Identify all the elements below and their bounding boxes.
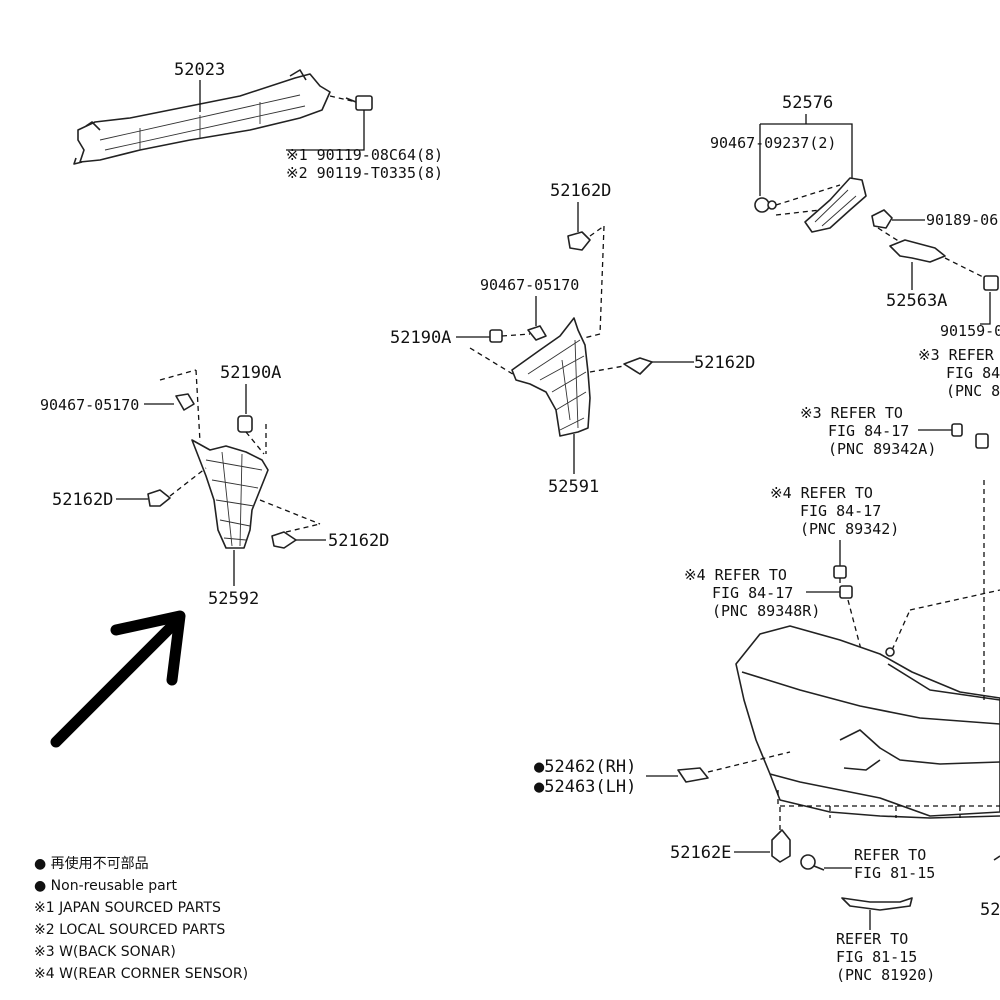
callout-90159-0: 90159-0 [940, 322, 1000, 340]
part-reflector-strip[interactable] [841, 897, 913, 911]
refer-3a-line3: (PNC 8 [946, 382, 1000, 400]
part-52576-bracket[interactable] [804, 177, 867, 233]
callout-52462-rh: ●52462(RH) [534, 757, 636, 777]
nut-icon[interactable] [489, 329, 503, 343]
clip-icon[interactable] [885, 647, 895, 657]
callout-52190A-mid: 52190A [390, 328, 451, 348]
clip-icon[interactable] [623, 357, 653, 375]
sensor-icon[interactable] [833, 565, 847, 579]
bolt-icon[interactable] [345, 95, 373, 111]
refer-4b-line2: FIG 84-17 [712, 584, 793, 602]
refer-4a-line2: FIG 84-17 [800, 502, 881, 520]
callout-90189-06: 90189-06 [926, 211, 998, 229]
clip-icon[interactable] [147, 489, 171, 507]
sensor-icon[interactable] [975, 433, 989, 449]
callout-bolt-local: ※2 90119-T0335(8) [286, 164, 443, 182]
part-52591-bracket[interactable] [511, 317, 591, 437]
callout-52162D-top: 52162D [550, 181, 611, 201]
callout-90467-05170-left: 90467-05170 [40, 396, 139, 414]
refer-81b-line3: (PNC 81920) [836, 966, 935, 984]
refer-3a-line2: FIG 84 [946, 364, 1000, 382]
refer-4a-line1: ※4 REFER TO [770, 484, 873, 502]
legend-item: ※1 JAPAN SOURCED PARTS [34, 900, 221, 916]
refer-81a-line2: FIG 81-15 [854, 864, 935, 882]
refer-3b-line3: (PNC 89342A) [828, 440, 936, 458]
pad-part-icon[interactable] [677, 767, 709, 783]
sensor-clip-icon[interactable] [951, 423, 963, 437]
bolt-icon[interactable] [983, 275, 999, 291]
clip-icon[interactable] [771, 829, 791, 863]
clip-icon[interactable] [175, 393, 195, 411]
part-52563A-bracket[interactable] [889, 239, 946, 263]
callout-52162D-mid: 52162D [694, 353, 755, 373]
callout-52592: 52592 [208, 589, 259, 609]
clip-icon[interactable] [271, 531, 297, 549]
legend-item: ※2 LOCAL SOURCED PARTS [34, 922, 225, 938]
callout-52-right: 52 [980, 900, 1000, 920]
refer-3a-line1: ※3 REFER [918, 346, 995, 364]
part-52592-bracket[interactable] [191, 439, 269, 549]
callout-52162D-left2: 52162D [328, 531, 389, 551]
part-rear-bumper-cover[interactable] [735, 625, 1000, 819]
refer-4b-line1: ※4 REFER TO [684, 566, 787, 584]
refer-81b-line1: REFER TO [836, 930, 908, 948]
refer-81b-line2: FIG 81-15 [836, 948, 917, 966]
callout-52023: 52023 [174, 60, 225, 80]
refer-4a-line3: (PNC 89342) [800, 520, 899, 538]
clip-icon[interactable] [567, 231, 591, 251]
callout-52463-lh: ●52463(LH) [534, 777, 636, 797]
callout-52190A-left: 52190A [220, 363, 281, 383]
clip-icon[interactable] [754, 197, 777, 213]
sensor-clip-icon[interactable] [839, 585, 853, 599]
callout-52563A: 52563A [886, 291, 947, 311]
callout-52162D-left1: 52162D [52, 490, 113, 510]
callout-bolt-japan: ※1 90119-08C64(8) [286, 146, 443, 164]
callout-90467-09237: 90467-09237(2) [710, 134, 836, 152]
legend-item: ※3 W(BACK SONAR) [34, 944, 176, 960]
callout-90467-05170-mid: 90467-05170 [480, 276, 579, 294]
refer-81a-line1: REFER TO [854, 846, 926, 864]
part-52023-reinforcement[interactable] [73, 69, 331, 165]
callout-52162E: 52162E [670, 843, 731, 863]
clip-icon[interactable] [527, 325, 547, 341]
legend: ● 再使用不可部品 ● Non-reusable part ※1 JAPAN S… [34, 855, 248, 982]
refer-4b-line3: (PNC 89348R) [712, 602, 820, 620]
legend-item: ● 再使用不可部品 [34, 855, 149, 872]
legend-item: ※4 W(REAR CORNER SENSOR) [34, 966, 248, 982]
refer-3b-line2: FIG 84-17 [828, 422, 909, 440]
refer-3b-line1: ※3 REFER TO [800, 404, 903, 422]
callout-52576: 52576 [782, 93, 833, 113]
legend-item: ● Non-reusable part [34, 878, 177, 894]
nut-icon[interactable] [237, 415, 253, 433]
callout-52591: 52591 [548, 477, 599, 497]
bolt-icon[interactable] [800, 854, 825, 871]
direction-arrow-icon [50, 610, 186, 748]
clip-icon[interactable] [871, 209, 893, 229]
